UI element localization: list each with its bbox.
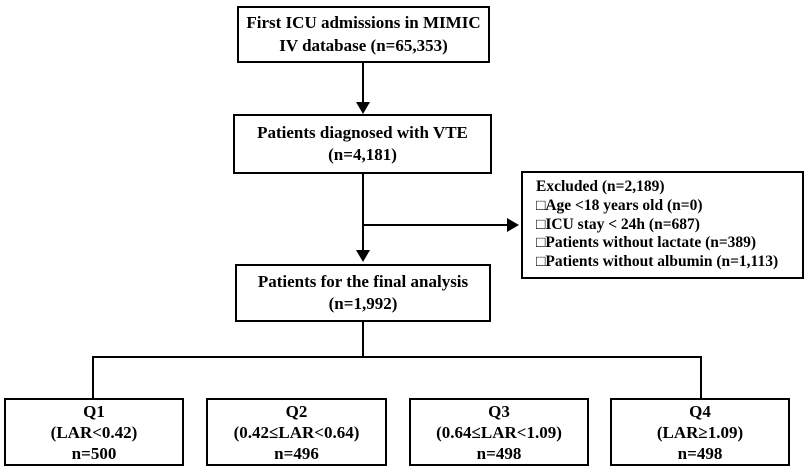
- q1-label: Q1: [83, 401, 105, 421]
- connector-final-to-tree: [362, 322, 364, 358]
- box-quartile-q3: Q3 (0.64≤LAR<1.09) n=498: [409, 398, 589, 466]
- arrowhead-right-icon: [507, 218, 519, 232]
- box-icu-admissions-line1: First ICU admissions in MIMIC: [246, 13, 481, 33]
- box-vte-line1: Patients diagnosed with VTE: [257, 122, 468, 142]
- box-excluded-item: □Patients without albumin (n=1,113): [536, 253, 779, 271]
- connector-branch-to-excluded: [362, 224, 508, 226]
- connector-admissions-to-vte: [362, 63, 364, 105]
- box-excluded-item: □ICU stay < 24h (n=687): [536, 215, 700, 233]
- arrowhead-down-icon: [356, 102, 370, 114]
- box-icu-admissions: First ICU admissions in MIMIC IV databas…: [237, 6, 490, 63]
- box-quartile-q2: Q2 (0.42≤LAR<0.64) n=496: [206, 398, 387, 466]
- q4-label: Q4: [689, 401, 711, 421]
- connector-tree-to-q1: [92, 357, 94, 398]
- q2-label: Q2: [285, 401, 308, 421]
- box-vte-diagnosed: Patients diagnosed with VTE (n=4,181): [233, 114, 492, 174]
- box-icu-admissions-line2: IV database (n=65,353): [279, 35, 448, 55]
- q2-range: (0.42≤LAR<0.64): [233, 422, 360, 442]
- box-excluded-title: Excluded (n=2,189): [536, 178, 665, 195]
- q4-range: (LAR≥1.09): [656, 422, 744, 442]
- connector-tree-to-q4: [700, 357, 702, 398]
- box-excluded: Excluded (n=2,189) □Age <18 years old (n…: [521, 171, 804, 279]
- box-final-analysis: Patients for the final analysis (n=1,992…: [235, 264, 491, 322]
- arrowhead-down-icon: [356, 250, 370, 262]
- q3-count: n=498: [476, 443, 522, 463]
- box-quartile-q1: Q1 (LAR<0.42) n=500: [4, 398, 184, 466]
- box-final-line1: Patients for the final analysis: [257, 271, 469, 291]
- q2-count: n=496: [274, 443, 319, 463]
- box-vte-line2: (n=4,181): [328, 145, 397, 164]
- q1-count: n=500: [71, 443, 117, 463]
- q4-count: n=498: [677, 443, 723, 463]
- box-excluded-item: □Patients without lactate (n=389): [536, 234, 757, 252]
- box-quartile-q4: Q4 (LAR≥1.09) n=498: [610, 398, 790, 466]
- box-final-line2: (n=1,992): [328, 294, 398, 313]
- connector-vte-to-final: [362, 174, 364, 252]
- connector-tree-horizontal: [92, 356, 702, 358]
- q1-range: (LAR<0.42): [50, 422, 138, 442]
- q3-label: Q3: [488, 401, 510, 421]
- box-excluded-item: □Age <18 years old (n=0): [536, 196, 703, 214]
- q3-range: (0.64≤LAR<1.09): [436, 422, 562, 442]
